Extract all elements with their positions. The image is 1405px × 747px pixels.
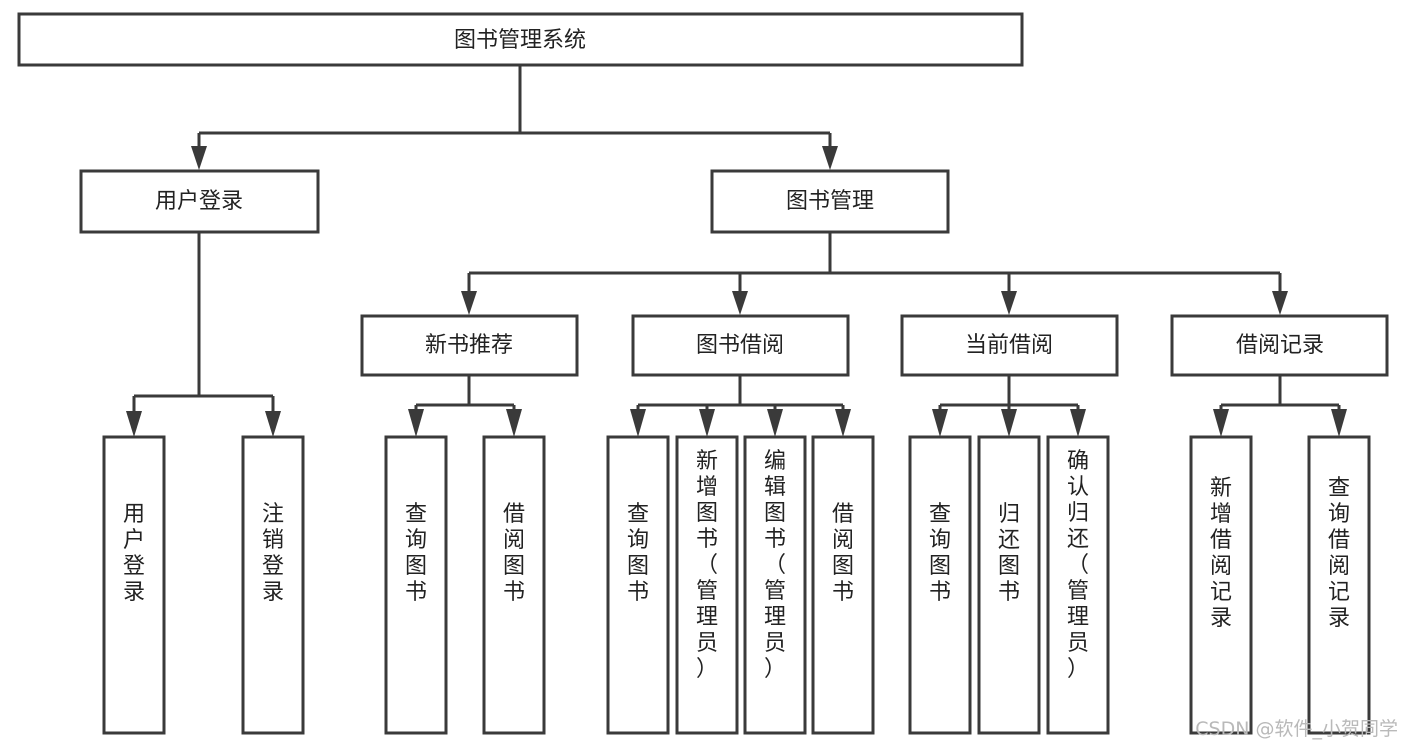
arrow-head-leaf-query-book-2 (630, 409, 646, 437)
arrow-head-leaf-user-login (126, 411, 142, 437)
connector-group-root-to-level2 (191, 65, 838, 170)
node-leaf-query-record[interactable]: 查询借阅记录 (1307, 435, 1371, 735)
node-leaf-edit-book-box[interactable] (743, 435, 807, 735)
connector-group-current-borrow-to-leaves (932, 375, 1086, 437)
node-root-label: 图书管理系统 (454, 28, 586, 53)
node-borrow-record-box[interactable] (1170, 314, 1389, 377)
node-leaf-borrow-book-2-label: 借阅图书 (832, 502, 854, 605)
node-leaf-query-book-1[interactable]: 查询图书 (384, 435, 448, 735)
node-leaf-query-book-1-label: 查询图书 (405, 502, 427, 605)
node-leaf-logout-login-label: 注销登录 (262, 502, 284, 605)
node-leaf-confirm-return-box[interactable] (1046, 435, 1110, 735)
node-leaf-return-book-box[interactable] (977, 435, 1041, 735)
connector-group-borrow-record-to-leaves (1213, 375, 1347, 437)
node-leaf-add-record[interactable]: 新增借阅记录 (1189, 435, 1253, 735)
connector-group-new-book-recommend-to-leaves (408, 375, 522, 437)
node-borrow-record[interactable]: 借阅记录 (1170, 314, 1389, 377)
node-user-login-box[interactable] (79, 169, 320, 234)
node-leaf-confirm-return[interactable]: 确认归还（管理员） (1046, 435, 1110, 735)
node-book-management-box[interactable] (710, 169, 950, 234)
node-leaf-user-login-box[interactable] (102, 435, 166, 735)
node-leaf-query-book-2-box[interactable] (606, 435, 670, 735)
node-leaf-user-login[interactable]: 用户登录 (102, 435, 166, 735)
node-leaf-add-record-label: 新增借阅记录 (1210, 476, 1232, 631)
node-leaf-add-book-box[interactable] (675, 435, 739, 735)
node-leaf-query-book-2[interactable]: 查询图书 (606, 435, 670, 735)
arrow-head-leaf-add-book (699, 409, 715, 437)
node-leaf-add-book-label: 新增图书（管理员） (696, 449, 718, 682)
node-current-borrow-box[interactable] (900, 314, 1119, 377)
arrow-head-leaf-borrow-book-1 (506, 409, 522, 437)
arrow-head-leaf-add-record (1213, 409, 1229, 437)
node-leaf-query-book-2-label: 查询图书 (627, 502, 649, 605)
arrow-head-leaf-borrow-book-2 (835, 409, 851, 437)
node-leaf-borrow-book-1-box[interactable] (482, 435, 546, 735)
node-leaf-add-record-box[interactable] (1189, 435, 1253, 735)
arrow-head-book-management (822, 146, 838, 170)
node-leaf-return-book-label: 归还图书 (998, 502, 1020, 605)
arrow-head-leaf-logout-login (265, 411, 281, 437)
node-current-borrow-label: 当前借阅 (965, 333, 1053, 358)
node-new-book-recommend-label: 新书推荐 (425, 333, 513, 358)
node-leaf-add-book[interactable]: 新增图书（管理员） (675, 435, 739, 735)
node-leaf-query-record-label: 查询借阅记录 (1328, 476, 1350, 631)
node-root[interactable]: 图书管理系统 (17, 12, 1024, 67)
arrow-head-new-book-recommend (461, 291, 477, 315)
node-leaf-query-book-3-box[interactable] (908, 435, 972, 735)
node-leaf-query-book-3[interactable]: 查询图书 (908, 435, 972, 735)
connector-group-book-borrow-to-leaves (630, 375, 851, 437)
node-root-box[interactable] (17, 12, 1024, 67)
node-leaf-edit-book-label: 编辑图书（管理员） (764, 449, 786, 682)
arrow-head-leaf-return-book (1001, 409, 1017, 437)
arrow-head-leaf-query-book-1 (408, 409, 424, 437)
node-borrow-record-label: 借阅记录 (1236, 333, 1324, 358)
arrow-head-borrow-record (1272, 291, 1288, 315)
node-book-borrow[interactable]: 图书借阅 (631, 314, 850, 377)
connector-group-book-management-to-level3 (461, 232, 1288, 315)
node-current-borrow[interactable]: 当前借阅 (900, 314, 1119, 377)
node-leaf-return-book[interactable]: 归还图书 (977, 435, 1041, 735)
arrow-head-leaf-query-book-3 (932, 409, 948, 437)
watermark-label: CSDN @软件_小贺同学 (1195, 718, 1398, 740)
arrow-head-current-borrow (1001, 291, 1017, 315)
node-leaf-borrow-book-2-box[interactable] (811, 435, 875, 735)
node-leaf-borrow-book-1[interactable]: 借阅图书 (482, 435, 546, 735)
node-user-login-label: 用户登录 (155, 189, 243, 214)
node-leaf-user-login-label: 用户登录 (123, 502, 145, 605)
node-leaf-edit-book[interactable]: 编辑图书（管理员） (743, 435, 807, 735)
arrow-head-leaf-query-record (1331, 409, 1347, 437)
connector-group-user-login-to-leaves (126, 232, 281, 437)
arrow-head-user-login (191, 146, 207, 170)
node-leaf-confirm-return-label: 确认归还（管理员） (1067, 449, 1089, 682)
node-leaf-logout-login[interactable]: 注销登录 (241, 435, 305, 735)
node-leaf-query-book-3-label: 查询图书 (929, 502, 951, 605)
node-new-book-recommend-box[interactable] (360, 314, 579, 377)
node-leaf-borrow-book-2[interactable]: 借阅图书 (811, 435, 875, 735)
arrow-head-leaf-confirm-return (1070, 409, 1086, 437)
node-user-login[interactable]: 用户登录 (79, 169, 320, 234)
node-leaf-query-record-box[interactable] (1307, 435, 1371, 735)
node-book-borrow-box[interactable] (631, 314, 850, 377)
node-leaf-borrow-book-1-label: 借阅图书 (503, 502, 525, 605)
node-book-borrow-label: 图书借阅 (696, 333, 784, 358)
node-leaf-query-book-1-box[interactable] (384, 435, 448, 735)
node-book-management-label: 图书管理 (786, 189, 874, 214)
node-new-book-recommend[interactable]: 新书推荐 (360, 314, 579, 377)
arrow-head-book-borrow (732, 291, 748, 315)
node-book-management[interactable]: 图书管理 (710, 169, 950, 234)
arrow-head-leaf-edit-book (767, 409, 783, 437)
node-leaf-logout-login-box[interactable] (241, 435, 305, 735)
